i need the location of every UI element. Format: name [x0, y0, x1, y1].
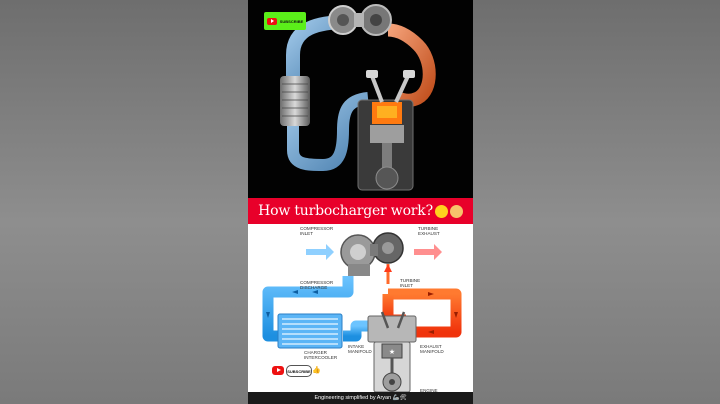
- label-turbine-exhaust: TURBINE EXHAUST: [418, 226, 440, 237]
- label-compressor-inlet: COMPRESSOR INLET: [300, 226, 334, 237]
- label-engine: ENGINE: [420, 388, 438, 393]
- label-turbine-inlet: TURBINE INLET: [400, 278, 421, 289]
- turbocharger-diagram: ★ COMPRESSOR INLET TURBINE EXHAUST COMPR…: [248, 224, 473, 404]
- youtube-icon: [272, 366, 284, 375]
- exploding-head-icon: [449, 204, 463, 218]
- label-compressor-discharge: COMPRESSOR DISCHARGE: [300, 280, 334, 291]
- youtube-icon: [266, 17, 277, 25]
- blurred-background-left: [0, 0, 248, 404]
- turbo-flow-diagram: ★: [262, 232, 462, 393]
- hot-exhaust-arrow: [414, 244, 442, 260]
- channel-credit: Engineering simplified by Aryan 🦾🛠: [248, 392, 473, 404]
- shorts-video-frame[interactable]: SUBSCRIBE How turbocharger work?: [248, 0, 473, 404]
- subscribe-button[interactable]: SUBSCRIBE: [286, 365, 312, 377]
- cold-air-arrow: [306, 244, 334, 260]
- engine-render-illustration: [280, 4, 436, 191]
- video-title: How turbocharger work?: [258, 203, 433, 219]
- screaming-face-icon: [434, 204, 448, 218]
- turbo-3d-render: SUBSCRIBE: [248, 0, 473, 200]
- svg-text:★: ★: [389, 348, 395, 356]
- subscribe-badge[interactable]: SUBSCRIBE: [264, 12, 306, 30]
- channel-credit-text: Engineering simplified by Aryan 🦾🛠: [314, 395, 407, 401]
- blurred-background-right: [473, 0, 720, 404]
- thumbs-up-icon[interactable]: 👍: [312, 367, 321, 374]
- subscribe-button-label: SUBSCRIBE: [287, 368, 311, 374]
- label-exhaust-manifold: EXHAUST MANIFOLD: [420, 344, 444, 355]
- label-charger-intercooler: CHARGER INTERCOOLER: [304, 350, 338, 361]
- subscribe-badge-label: SUBSCRIBE: [279, 18, 304, 24]
- cylinder-head: [367, 315, 417, 343]
- intercooler-3d: [280, 76, 310, 126]
- label-intake-manifold: INTAKE MANIFOLD: [348, 344, 372, 355]
- video-title-bar: How turbocharger work?: [248, 198, 473, 224]
